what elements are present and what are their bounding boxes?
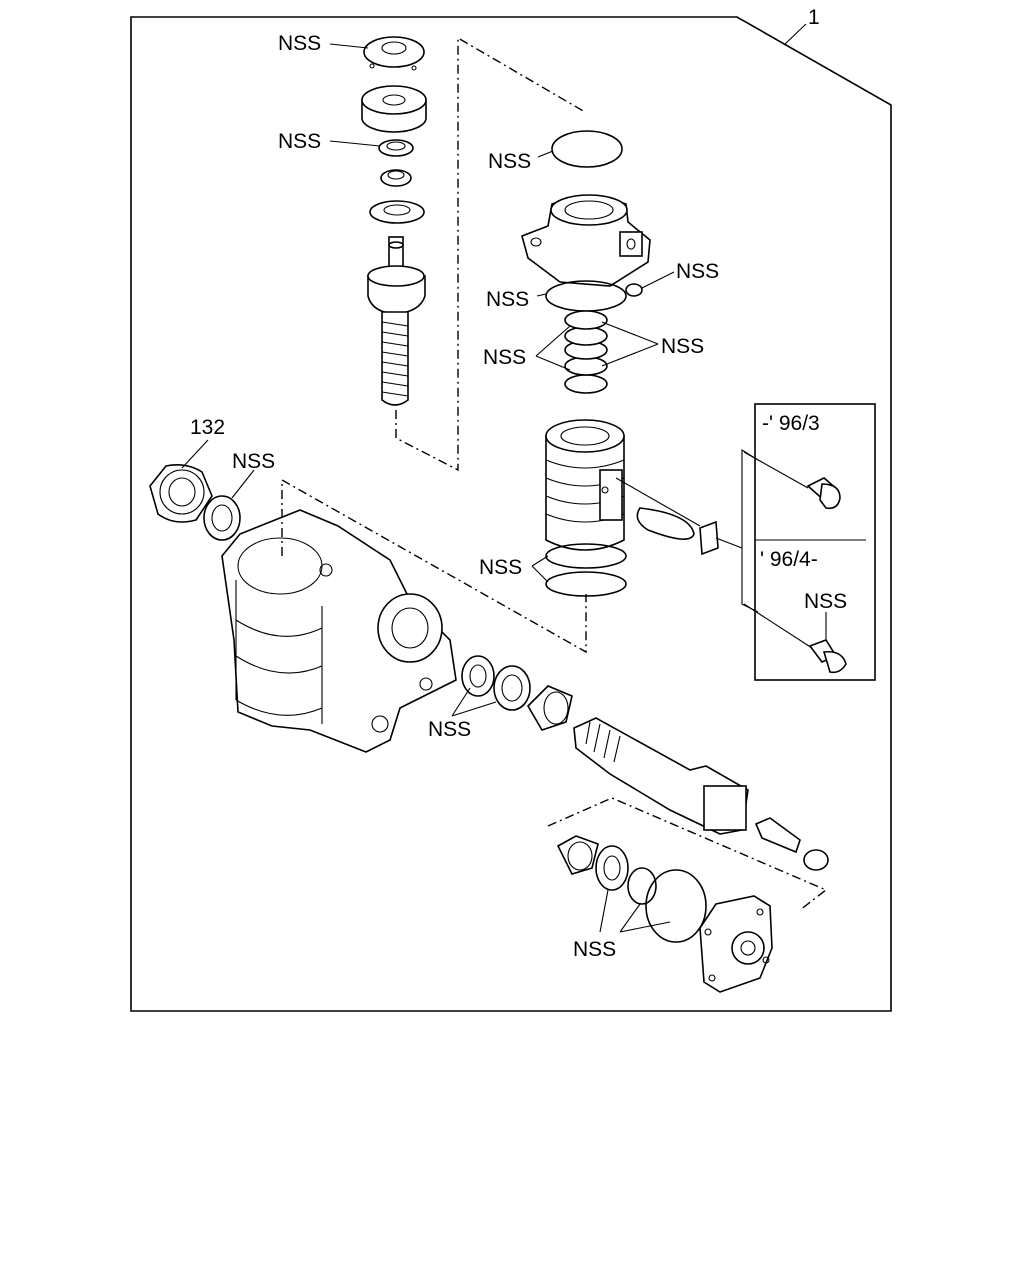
nss-label-small-ring: NSS xyxy=(676,260,719,283)
nss-label-ring: NSS xyxy=(488,150,531,173)
sector-shaft xyxy=(573,717,749,835)
lower-seal-2 xyxy=(627,867,657,905)
nss-leader-seal xyxy=(329,140,381,147)
input-shaft-group xyxy=(361,36,427,406)
nss-label-sector: NSS xyxy=(428,718,471,741)
lower-seal-1-inner xyxy=(603,855,621,881)
lock-nut xyxy=(803,849,829,871)
dash-chain-worm xyxy=(395,36,586,472)
sector-seal-2 xyxy=(493,665,531,711)
nss-leader-seal-stack-right xyxy=(601,321,659,367)
dash-chain-housing xyxy=(281,478,587,654)
nss-label-seal: NSS xyxy=(278,130,321,153)
lower-bearing-end xyxy=(567,841,593,871)
ball-guide xyxy=(636,507,695,540)
lower-seal-1 xyxy=(595,845,629,891)
nss-label-lower: NSS xyxy=(573,938,616,961)
nss-leader-seal-stack-left xyxy=(535,325,571,371)
assembly-number-label: 1 xyxy=(808,6,820,29)
sector-seal-2-inner xyxy=(501,674,523,702)
needle-bearing xyxy=(526,685,573,731)
nss-label-seal-stack-left: NSS xyxy=(483,346,526,369)
guide-leader xyxy=(615,477,701,527)
side-cover xyxy=(699,895,773,993)
guide-clip xyxy=(699,520,719,556)
bolt-variant-box xyxy=(754,403,876,681)
bolt-early xyxy=(743,451,841,510)
nss-label-bolt: NSS xyxy=(804,590,847,613)
assembly-frame xyxy=(130,16,892,1012)
adjuster-seal-inner xyxy=(211,504,233,532)
nss-label-piston: NSS xyxy=(479,556,522,579)
variant-early-label: -' 96/3 xyxy=(762,412,820,435)
bolt-late xyxy=(743,603,847,674)
side-cover-o-ring xyxy=(645,869,707,943)
nss-label-adjuster: NSS xyxy=(232,450,275,473)
leader-132 xyxy=(181,439,209,469)
variant-late-label: ' 96/4- xyxy=(760,548,818,571)
nss-leader-small-ring xyxy=(641,271,675,289)
sector-seal-1-inner xyxy=(469,664,487,688)
nss-leader-cap xyxy=(329,43,369,49)
seal-ring-stack xyxy=(564,310,608,394)
valve-housing xyxy=(521,194,651,287)
nss-leader-lower xyxy=(599,889,671,933)
piston-ring-lower xyxy=(545,571,627,597)
adjusting-screw xyxy=(754,817,801,854)
clip-to-bracket xyxy=(715,537,743,549)
nss-leader-piston xyxy=(531,555,549,583)
nss-leader-housing-ring xyxy=(536,293,547,297)
nss-leader-ring xyxy=(537,150,554,158)
nss-leader-adjuster xyxy=(231,469,255,499)
part-number-132: 132 xyxy=(190,416,225,439)
nss-label-cap: NSS xyxy=(278,32,321,55)
adjuster-seal xyxy=(203,495,241,541)
nss-label-seal-stack-right: NSS xyxy=(661,335,704,358)
nss-leader-sector xyxy=(451,687,497,717)
o-ring-large xyxy=(551,130,623,168)
assembly-leader xyxy=(783,23,807,46)
small-o-ring xyxy=(625,283,643,297)
gear-housing xyxy=(221,509,457,753)
sector-seal-1 xyxy=(461,655,495,697)
nss-label-housing-ring: NSS xyxy=(486,288,529,311)
rack-piston xyxy=(545,419,625,551)
adjuster-plug-132 xyxy=(149,464,213,523)
housing-o-ring xyxy=(545,280,627,312)
piston-ring-upper xyxy=(545,543,627,569)
needle-bearing-end xyxy=(543,691,569,725)
